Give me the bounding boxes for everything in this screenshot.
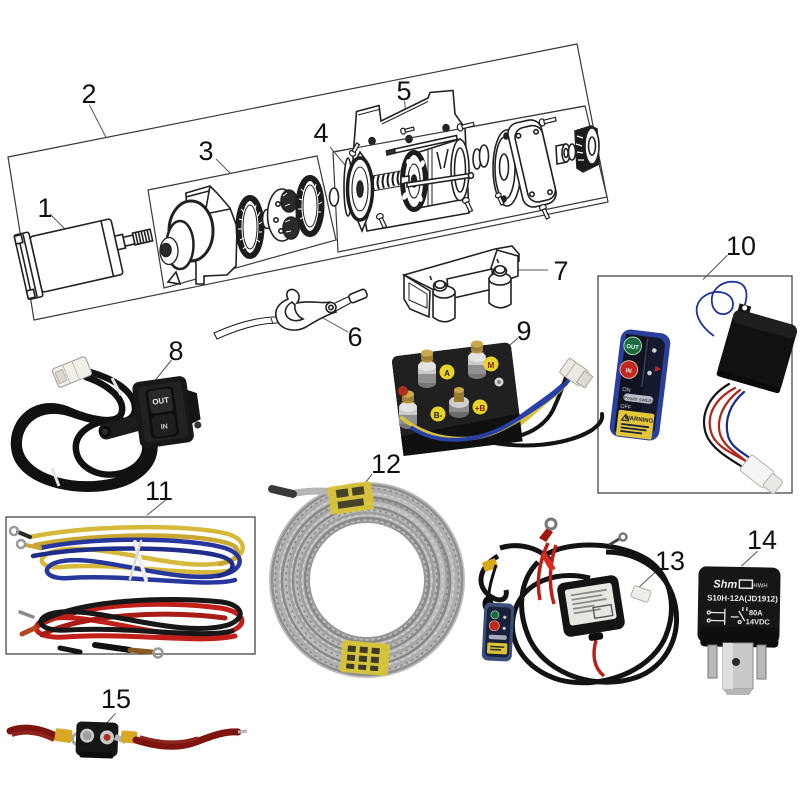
svg-text:14VDC: 14VDC [746,617,771,626]
svg-text:14: 14 [747,525,777,555]
svg-text:HWH: HWH [753,583,767,589]
svg-text:2: 2 [81,79,96,109]
svg-text:A: A [444,369,450,378]
svg-text:OUT: OUT [626,344,640,352]
svg-text:+B: +B [475,404,486,413]
svg-text:IN: IN [160,423,168,431]
svg-text:B-: B- [434,411,443,420]
svg-text:7: 7 [553,256,568,286]
svg-text:6: 6 [347,322,362,352]
svg-text:OFF: OFF [620,404,632,411]
svg-text:S10H-12A(JD1912): S10H-12A(JD1912) [707,593,778,603]
svg-text:8: 8 [168,336,183,366]
svg-text:Shm: Shm [713,579,737,591]
svg-text:M: M [488,361,495,370]
svg-text:OUT: OUT [152,395,170,406]
svg-text:Power switch: Power switch [623,395,653,405]
svg-text:80A: 80A [749,608,763,617]
svg-text:12: 12 [371,449,401,479]
svg-text:9: 9 [516,316,531,346]
svg-text:15: 15 [101,684,131,714]
svg-text:IN: IN [625,368,632,375]
svg-text:5: 5 [396,76,411,106]
svg-text:WARNING: WARNING [624,415,654,425]
svg-text:ON: ON [622,387,631,394]
svg-text:3: 3 [198,136,213,166]
svg-text:10: 10 [726,231,756,261]
svg-text:11: 11 [145,476,173,506]
svg-text:4: 4 [313,118,328,148]
svg-text:1: 1 [37,193,52,223]
